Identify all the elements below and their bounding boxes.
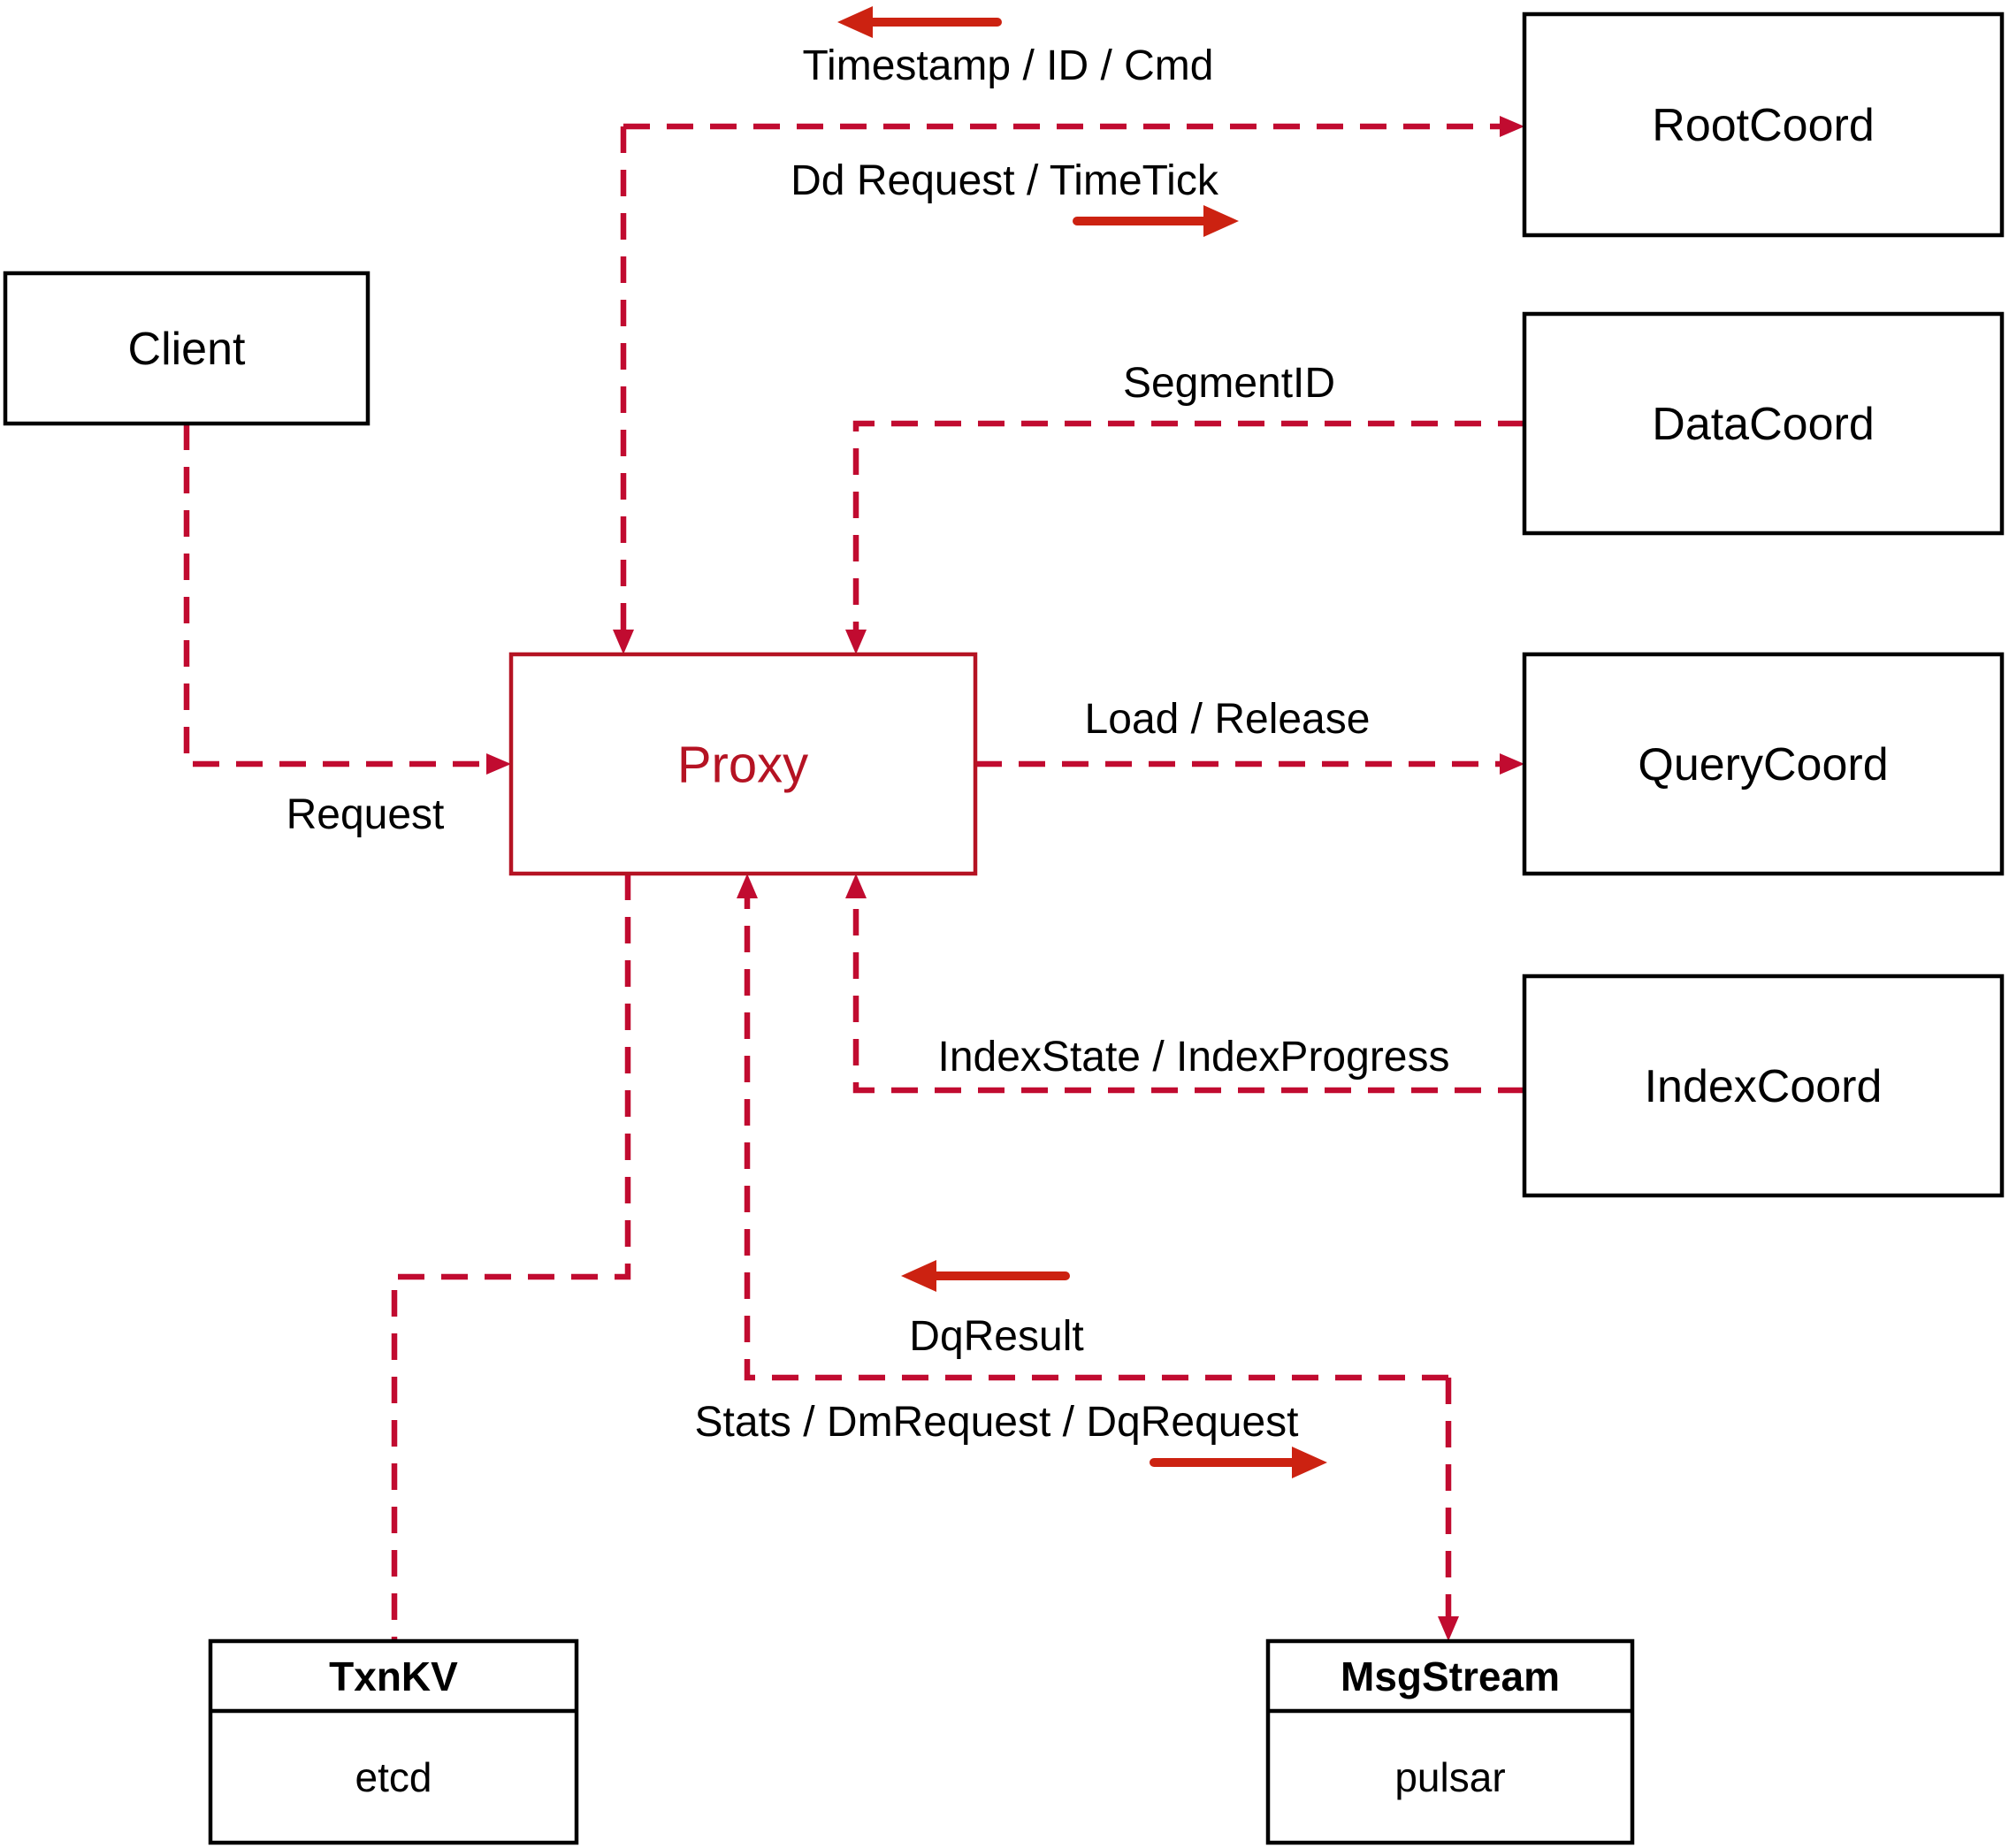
node-txnkv: TxnKV etcd	[208, 1638, 579, 1845]
client-label: Client	[128, 324, 246, 375]
txnkv-subtitle: etcd	[355, 1754, 432, 1800]
querycoord-label: QueryCoord	[1638, 739, 1888, 790]
node-rootcoord: RootCoord	[1522, 11, 2005, 238]
node-msgstream: MsgStream pulsar	[1265, 1638, 1635, 1845]
edge-proxy-txnkv	[391, 874, 631, 1641]
edge-label-indexstate-indexprogress: IndexState / IndexProgress	[938, 1034, 1450, 1081]
node-indexcoord: IndexCoord	[1522, 974, 2005, 1198]
edge-client-proxy	[183, 424, 511, 775]
edge-label-segmentid: SegmentID	[1123, 360, 1335, 407]
rootcoord-label: RootCoord	[1652, 100, 1874, 151]
edge-label-timestamp-id-cmd: Timestamp / ID / Cmd	[803, 42, 1214, 89]
datacoord-label: DataCoord	[1652, 399, 1874, 450]
edge-indexcoord-proxy	[845, 874, 1524, 1094]
txnkv-title: TxnKV	[329, 1653, 458, 1699]
edge-label-dqresult: DqResult	[909, 1313, 1083, 1360]
edge-label-stats-dmrequest-dqrequest: Stats / DmRequest / DqRequest	[695, 1399, 1299, 1446]
edge-datacoord-proxy	[845, 420, 1524, 654]
msgstream-title: MsgStream	[1341, 1653, 1560, 1699]
edge-label-request: Request	[286, 791, 445, 838]
proxy-label: Proxy	[677, 736, 808, 793]
edge-proxy-msgstream	[737, 874, 1459, 1641]
edge-label-dd-request-timetick: Dd Request / TimeTick	[791, 157, 1219, 204]
edge-label-load-release: Load / Release	[1085, 696, 1371, 743]
node-client: Client	[3, 271, 370, 426]
edge-proxy-rootcoord	[613, 116, 1524, 654]
msgstream-subtitle: pulsar	[1394, 1754, 1505, 1800]
node-proxy: Proxy	[508, 652, 978, 876]
node-querycoord: QueryCoord	[1522, 652, 2005, 876]
indexcoord-label: IndexCoord	[1645, 1061, 1883, 1112]
node-datacoord: DataCoord	[1522, 311, 2005, 536]
